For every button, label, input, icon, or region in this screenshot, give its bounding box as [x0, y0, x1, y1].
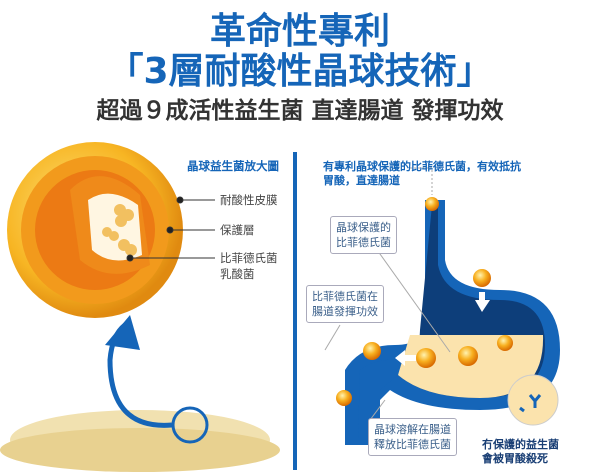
- callout-line: 晶球溶解在腸道: [374, 423, 451, 436]
- title-line-2: 「3層耐酸性晶球技術」: [107, 51, 493, 92]
- label-lactobacillus: 乳酸菌: [220, 267, 255, 281]
- callout-line: 釋放比菲德氏菌: [374, 438, 451, 451]
- note-unprotected: 冇保護的益生菌 會被胃酸殺死: [482, 438, 559, 466]
- stomach-illustration: [336, 197, 560, 445]
- callout-stomach: 晶球保護的 比菲德氏菌: [330, 216, 397, 254]
- label-protective-layer: 保護層: [220, 223, 255, 237]
- label-acid-resistant-film: 耐酸性皮膜: [220, 193, 278, 207]
- title-line-1: 革命性專利: [209, 11, 390, 52]
- callout-line: 比菲德氏菌在: [312, 290, 378, 303]
- callout-release: 晶球溶解在腸道 釋放比菲德氏菌: [368, 418, 457, 456]
- granule-pile: [0, 410, 280, 472]
- right-panel-heading: 有專利晶球保護的比菲德氏菌，有效抵抗 胃酸，直達腸道: [323, 160, 521, 188]
- heading-line-1: 有專利晶球保護的比菲德氏菌，有效抵抗: [323, 160, 521, 173]
- callout-line: 腸道發揮功效: [312, 305, 378, 318]
- callout-line: 晶球保護的: [336, 221, 391, 234]
- subtitle: 超過９成活性益生菌 直達腸道 發揮功效: [96, 98, 504, 124]
- capsule-magnified-icon: [7, 142, 183, 318]
- callout-intestine: 比菲德氏菌在 腸道發揮功效: [306, 285, 384, 323]
- callout-line: 比菲德氏菌: [336, 236, 391, 249]
- note-line: 會被胃酸殺死: [482, 452, 548, 465]
- leader-lines: [126, 196, 215, 262]
- heading-line-2: 胃酸，直達腸道: [323, 174, 400, 187]
- magnify-circle: [171, 406, 209, 444]
- label-bifidobacterium: 比菲德氏菌: [220, 251, 278, 265]
- left-panel-heading: 晶球益生菌放大圖: [187, 159, 279, 173]
- divider: [293, 152, 297, 470]
- note-line: 冇保護的益生菌: [482, 438, 559, 451]
